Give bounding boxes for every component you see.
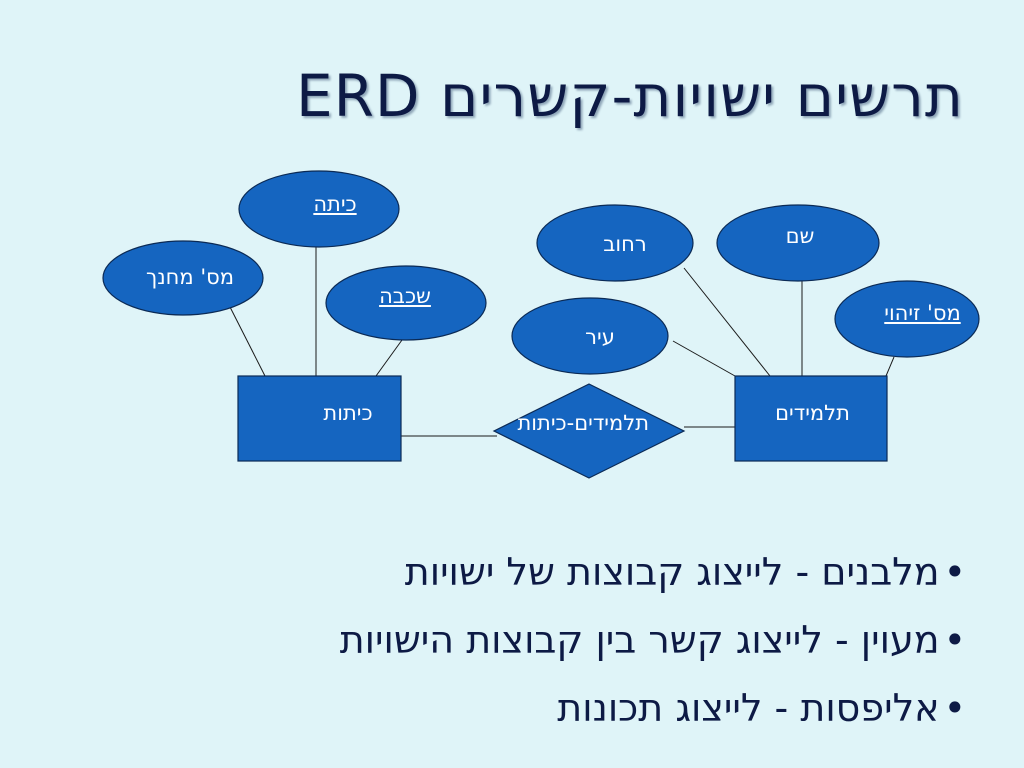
legend-bullets: מלבנים - לייצוג קבוצות של ישויות מעוין -…: [340, 538, 966, 742]
attribute-street: [536, 204, 694, 282]
connector-city: [672, 340, 736, 377]
attribute-name: [716, 204, 880, 282]
attribute-city: [511, 297, 669, 375]
bullet-ellipses: אליפסות - לייצוג תכונות: [340, 674, 966, 742]
relationship-label: תלמידים-כיתות: [517, 411, 650, 435]
attribute-id-number-label: מס' זיהוי: [884, 301, 961, 325]
slide-title: תרשים ישויות-קשרים ERD: [295, 62, 964, 130]
connector-teacher-number: [229, 306, 266, 377]
attribute-id-number: [834, 280, 980, 358]
attribute-teacher-number-label: מס' מחנך: [145, 265, 234, 289]
attribute-street-label: רחוב: [603, 232, 647, 256]
relationship-students-classes: [492, 383, 686, 479]
attribute-grade-level-label: שכבה: [379, 284, 431, 308]
attribute-grade-level: [325, 265, 487, 341]
entity-students: [734, 375, 888, 462]
attribute-class-label: כיתה: [313, 192, 357, 216]
entity-classes-label: כיתות: [323, 401, 373, 425]
attribute-teacher-number: [102, 240, 264, 316]
attribute-class: [238, 170, 400, 248]
entity-students-label: תלמידים: [775, 401, 850, 425]
attribute-name-label: שם: [785, 224, 815, 248]
attribute-city-label: עיר: [585, 325, 615, 349]
connector-grade-level: [375, 339, 403, 377]
connector-street: [683, 267, 771, 377]
bullet-diamond: מעוין - לייצוג קשר בין קבוצות הישויות: [340, 606, 966, 674]
bullet-rectangles: מלבנים - לייצוג קבוצות של ישויות: [340, 538, 966, 606]
connector-id-number: [885, 356, 895, 377]
entity-classes: [237, 375, 402, 462]
